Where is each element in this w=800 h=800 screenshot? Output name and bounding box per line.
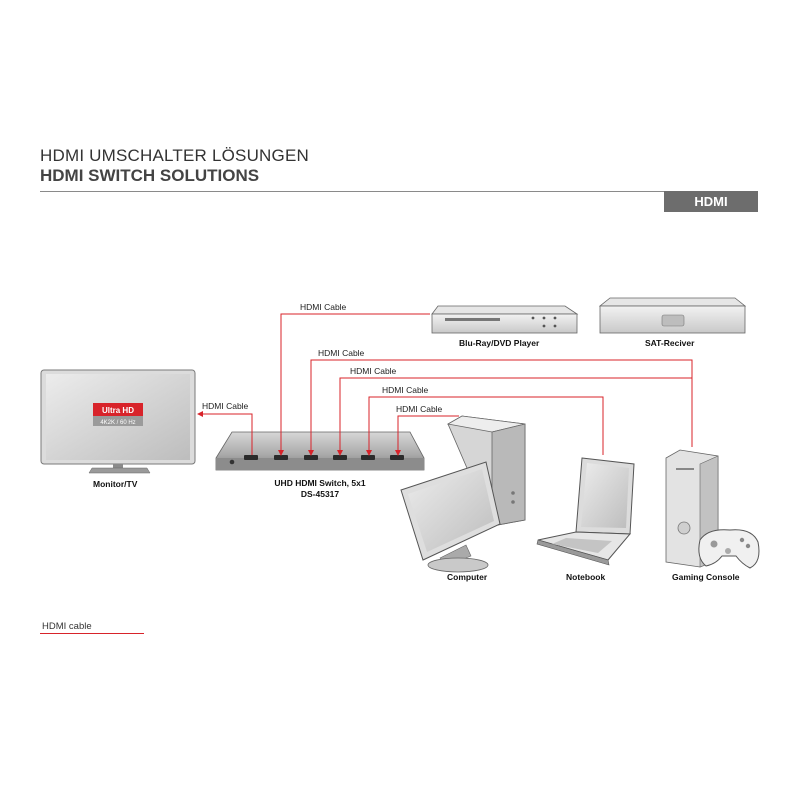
hdmi-cables bbox=[197, 313, 693, 456]
device-label-bluray: Blu-Ray/DVD Player bbox=[459, 338, 540, 348]
cable-label-console: HDMI Cable bbox=[350, 366, 397, 376]
computer-monitor-device bbox=[400, 461, 501, 573]
tv-badge-sub: 4K2K / 60 Hz bbox=[100, 420, 135, 426]
switch-name: UHD HDMI Switch, 5x1 bbox=[274, 478, 366, 488]
cable-sat bbox=[310, 359, 693, 455]
cable-computer bbox=[397, 415, 459, 455]
device-label-tv: Monitor/TV bbox=[93, 479, 138, 489]
category-badge: HDMI bbox=[664, 191, 758, 212]
hdmi-switch-device bbox=[215, 431, 425, 471]
device-label-console: Gaming Console bbox=[672, 572, 740, 582]
cable-bluray bbox=[280, 313, 430, 455]
notebook-device bbox=[536, 457, 635, 566]
cable-console bbox=[339, 377, 692, 455]
cable-output bbox=[200, 413, 253, 455]
sat-receiver-device bbox=[598, 297, 747, 334]
cable-label-output: HDMI Cable bbox=[202, 401, 249, 411]
title-english: HDMI SWITCH SOLUTIONS bbox=[40, 166, 260, 185]
switch-model: DS-45317 bbox=[300, 489, 340, 499]
cable-notebook bbox=[368, 396, 604, 455]
tv-badge-main: Ultra HD bbox=[102, 406, 134, 415]
device-label-computer: Computer bbox=[447, 572, 488, 582]
cable-label-computer: HDMI Cable bbox=[396, 404, 443, 414]
cable-label-sat: HDMI Cable bbox=[318, 348, 365, 358]
device-label-sat: SAT-Reciver bbox=[645, 338, 695, 348]
tv-device bbox=[40, 369, 196, 474]
gaming-console-device bbox=[665, 449, 760, 569]
ultra-hd-badge bbox=[93, 403, 143, 416]
cable-label-bluray: HDMI Cable bbox=[300, 302, 347, 312]
device-label-notebook: Notebook bbox=[566, 572, 606, 582]
legend-label: HDMI cable bbox=[42, 621, 92, 632]
title-german: HDMI UMSCHALTER LÖSUNGEN bbox=[40, 146, 309, 165]
legend-line bbox=[40, 633, 144, 634]
bluray-device bbox=[431, 305, 579, 334]
cable-label-notebook: HDMI Cable bbox=[382, 385, 429, 395]
cable-output-arrow bbox=[197, 411, 203, 417]
header-rule bbox=[40, 191, 758, 192]
